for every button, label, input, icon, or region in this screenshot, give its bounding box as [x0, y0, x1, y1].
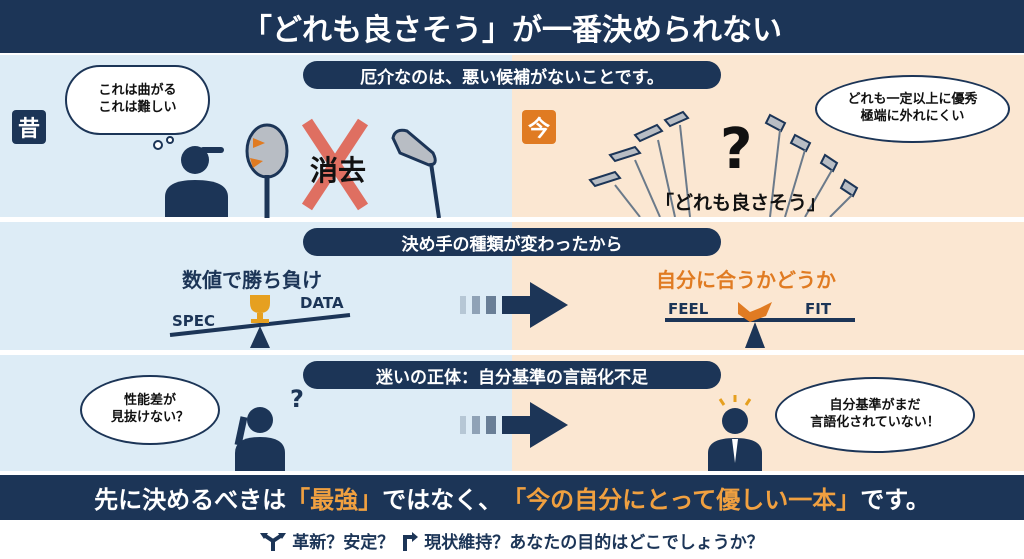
question-mark-small: ? [290, 385, 304, 413]
bubble-line: 自分基準がまだ [829, 398, 921, 414]
past-thought-bubble: これは曲がるこれは難しい [65, 65, 210, 135]
footer-text: 革新？安定？ [292, 533, 395, 553]
realize-thought-bubble: 自分基準がまだ言語化されていない！ [775, 377, 975, 453]
trophy-icon [250, 295, 270, 323]
now-thought-bubble: どれも一定以上に優秀極端に外れにくい [815, 75, 1010, 143]
banner-text: 先に決めるべきは [94, 486, 287, 514]
erase-x-icon [302, 118, 368, 211]
fit-title: 自分に合うかどうか [656, 268, 836, 292]
footer-question: 革新？安定？ 現状維持？あなたの目的はどこでしょうか？ [0, 522, 1024, 559]
numbers-title: 数値で勝ち負け [182, 268, 322, 292]
footer-text: 現状維持？あなたの目的はどこでしょうか？ [424, 533, 764, 553]
bubble-line: どれも一定以上に優秀 [847, 92, 978, 108]
fit-label: FIT [805, 300, 832, 318]
section-confusion: 迷いの正体：自分基準の言語化不足 性能差が見抜けない？ ? 自分基準がまだ言語化… [0, 355, 1024, 471]
now-caption: 「どれも良さそう」 [655, 192, 827, 214]
conclusion-banner: 先に決めるべきは「最強」ではなく、「今の自分にとって優しい一本」です。 [0, 475, 1024, 520]
golfer-icon [153, 136, 228, 217]
section2-header: 決め手の種類が変わったから [303, 228, 721, 256]
driver-club-icon [245, 123, 289, 218]
realizing-person-icon [708, 395, 762, 471]
handshake-icon [738, 302, 772, 322]
confused-thought-bubble: 性能差が見抜けない？ [80, 375, 220, 445]
page-title: 「どれも良さそう」が一番決められない [0, 0, 1024, 53]
section1-header: 厄介なのは、悪い候補がないことです。 [303, 61, 721, 89]
bubble-line: これは曲がる [98, 83, 177, 99]
many-irons-icon [588, 110, 859, 217]
split-arrow-icon [260, 532, 287, 551]
iron-club-icon [391, 128, 441, 218]
turn-arrow-icon [403, 531, 419, 551]
spec-label: SPEC [172, 312, 216, 330]
banner-highlight-kind-club: 「今の自分にとって優しい一本」 [502, 486, 861, 514]
feel-label: FEEL [668, 300, 709, 318]
balance-scale-icon [169, 295, 351, 348]
section-decision-factors: 決め手の種類が変わったから 数値で勝ち負け SPEC DATA 自分に合うかどう… [0, 222, 1024, 350]
question-mark: ? [720, 117, 753, 182]
data-label: DATA [300, 294, 344, 312]
banner-text: です。 [860, 486, 930, 514]
arrow-right-icon [460, 282, 568, 328]
section-past-now: 厄介なのは、悪い候補がないことです。 昔 今 これは曲がるこれは難しい 消去 ?… [0, 55, 1024, 218]
bubble-line: 言語化されていない！ [810, 415, 940, 430]
confused-person-icon [234, 407, 285, 471]
section3-header: 迷いの正体：自分基準の言語化不足 [303, 361, 721, 389]
arrow-right-icon [460, 402, 568, 448]
bubble-line: 見抜けない？ [110, 410, 189, 425]
erase-label: 消去 [310, 154, 367, 187]
balanced-scale-icon [665, 302, 855, 348]
now-badge: 今 [522, 110, 556, 144]
bubble-line: これは難しい [98, 100, 177, 115]
banner-highlight-strongest: 「最強」 [286, 486, 383, 514]
bubble-line: 極端に外れにくい [860, 109, 965, 124]
banner-text: ではなく、 [382, 486, 503, 514]
bubble-line: 性能差が [123, 393, 176, 409]
past-badge: 昔 [12, 110, 46, 144]
